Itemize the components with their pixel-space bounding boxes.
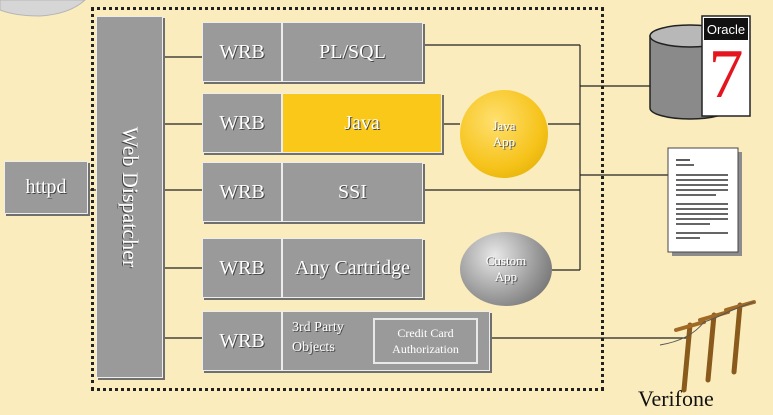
- third-party-objects-box: [282, 311, 490, 371]
- wrb-label: WRB: [219, 111, 265, 134]
- oracle-label: Oracle: [704, 18, 748, 40]
- wrb-label: WRB: [219, 329, 265, 352]
- wrb-label: WRB: [219, 256, 265, 279]
- httpd-box: httpd: [4, 161, 88, 214]
- telephone-poles-icon: [659, 300, 756, 393]
- third-party-line-2: Objects: [292, 340, 335, 356]
- wrb-label: WRB: [219, 40, 265, 63]
- custom-app-node: Custom App: [460, 232, 552, 306]
- java-app-label-2: App: [492, 134, 516, 149]
- httpd-label: httpd: [25, 176, 67, 198]
- credit-card-line-1: Credit Card: [397, 325, 454, 340]
- wrb-label: WRB: [219, 180, 265, 203]
- server-boundary: [91, 7, 604, 391]
- corner-swoosh-icon: [0, 0, 86, 17]
- verifone-label: Verifone: [638, 386, 714, 411]
- wrb-box: WRB: [202, 22, 282, 82]
- oracle-version: 7: [708, 36, 744, 113]
- web-dispatcher-box: Web Dispatcher: [96, 16, 163, 378]
- plsql-cartridge-box: PL/SQL: [282, 22, 423, 82]
- custom-app-label-2: App: [494, 269, 518, 284]
- java-app-node: Java App: [460, 90, 548, 178]
- java-cartridge-label: Java: [344, 111, 380, 134]
- ssi-cartridge-label: SSI: [338, 180, 367, 203]
- wrb-box: WRB: [202, 238, 282, 298]
- ssi-cartridge-box: SSI: [282, 162, 423, 222]
- connector-lines: [88, 44, 690, 339]
- plsql-cartridge-label: PL/SQL: [319, 40, 386, 63]
- wrb-box: WRB: [202, 311, 282, 371]
- credit-card-authorization-box: Credit Card Authorization: [373, 318, 478, 364]
- wrb-box: WRB: [202, 93, 282, 153]
- wrb-box: WRB: [202, 162, 282, 222]
- java-app-label-1: Java: [492, 117, 516, 133]
- third-party-line-1: 3rd Party: [292, 320, 344, 335]
- custom-app-label-1: Custom: [485, 252, 527, 268]
- web-dispatcher-label: Web Dispatcher: [117, 126, 143, 268]
- credit-card-line-2: Authorization: [392, 342, 459, 356]
- any-cartridge-label: Any Cartridge: [295, 256, 410, 279]
- java-cartridge-box: Java: [282, 93, 442, 153]
- document-icon: [667, 147, 742, 256]
- third-party-objects-label: 3rd Party Objects: [292, 318, 344, 359]
- any-cartridge-box: Any Cartridge: [282, 238, 423, 298]
